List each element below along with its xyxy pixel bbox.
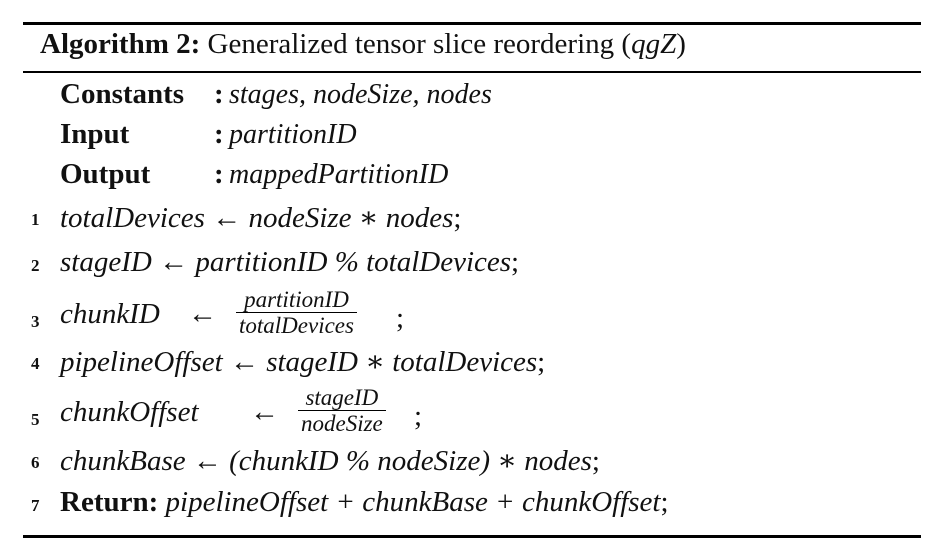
line-end: ; bbox=[591, 445, 600, 477]
assign-arrow: ← bbox=[250, 396, 279, 428]
output-value: mappedPartitionID bbox=[229, 159, 449, 190]
line-end: ; bbox=[453, 202, 462, 234]
line-rhs: pipelineOffset + chunkBase + chunkOffset bbox=[165, 486, 661, 518]
assign-arrow: ← bbox=[229, 346, 259, 378]
line-number: 4 bbox=[31, 354, 40, 373]
constants-colon: : bbox=[214, 78, 224, 110]
bottom-rule bbox=[23, 535, 921, 538]
line-end: ; bbox=[660, 486, 669, 518]
line-lhs: pipelineOffset bbox=[60, 346, 223, 378]
line-end: ; bbox=[396, 302, 405, 334]
fraction-numerator: partitionID bbox=[244, 287, 349, 312]
assign-arrow: ← bbox=[192, 445, 222, 477]
line-end: ; bbox=[414, 400, 423, 432]
line-end: ; bbox=[537, 346, 546, 378]
fraction-denominator: nodeSize bbox=[298, 410, 386, 436]
algorithm-title-end: ) bbox=[676, 28, 686, 60]
constants-value: stages, nodeSize, nodes bbox=[229, 79, 492, 110]
constants-label: Constants bbox=[60, 78, 185, 110]
line-lhs: stageID bbox=[60, 246, 152, 278]
algorithm-title-var: qgZ bbox=[631, 28, 677, 60]
input-label: Input bbox=[60, 118, 130, 150]
line-rhs: partitionID % totalDevices bbox=[195, 246, 512, 278]
line-rhs: stageID ∗ totalDevices bbox=[266, 346, 538, 378]
fraction: partitionID totalDevices bbox=[236, 287, 357, 338]
fraction-numerator: stageID bbox=[305, 385, 379, 410]
line-number: 5 bbox=[31, 410, 40, 429]
input-value: partitionID bbox=[229, 119, 357, 150]
algorithm-title-text: Generalized tensor slice reordering ( bbox=[207, 28, 632, 60]
line-number: 2 bbox=[31, 256, 40, 275]
assign-arrow: ← bbox=[212, 202, 242, 234]
assign-arrow: ← bbox=[188, 298, 217, 330]
algorithm-label: Algorithm 2: bbox=[40, 28, 201, 60]
algorithm-title: Algorithm 2: Generalized tensor slice re… bbox=[40, 28, 686, 61]
line-lhs: totalDevices bbox=[60, 202, 205, 234]
line-lhs: chunkBase bbox=[60, 445, 186, 477]
line-number: 7 bbox=[31, 496, 40, 515]
line-rhs: nodeSize ∗ nodes bbox=[248, 202, 454, 234]
fraction-denominator: totalDevices bbox=[236, 312, 357, 338]
line-number: 3 bbox=[31, 312, 40, 331]
line-rhs: (chunkID % nodeSize) ∗ nodes bbox=[229, 445, 592, 477]
line-number: 6 bbox=[31, 453, 40, 472]
line-end: ; bbox=[511, 246, 520, 278]
output-label: Output bbox=[60, 158, 151, 190]
return-keyword: Return: bbox=[60, 486, 159, 518]
assign-arrow: ← bbox=[159, 246, 189, 278]
top-rule bbox=[23, 22, 921, 25]
line-lhs: chunkOffset bbox=[60, 396, 199, 428]
fraction: stageID nodeSize bbox=[298, 385, 386, 436]
title-rule bbox=[23, 71, 921, 73]
input-colon: : bbox=[214, 118, 224, 150]
output-colon: : bbox=[214, 158, 224, 190]
line-number: 1 bbox=[31, 210, 40, 229]
line-lhs: chunkID bbox=[60, 298, 160, 330]
